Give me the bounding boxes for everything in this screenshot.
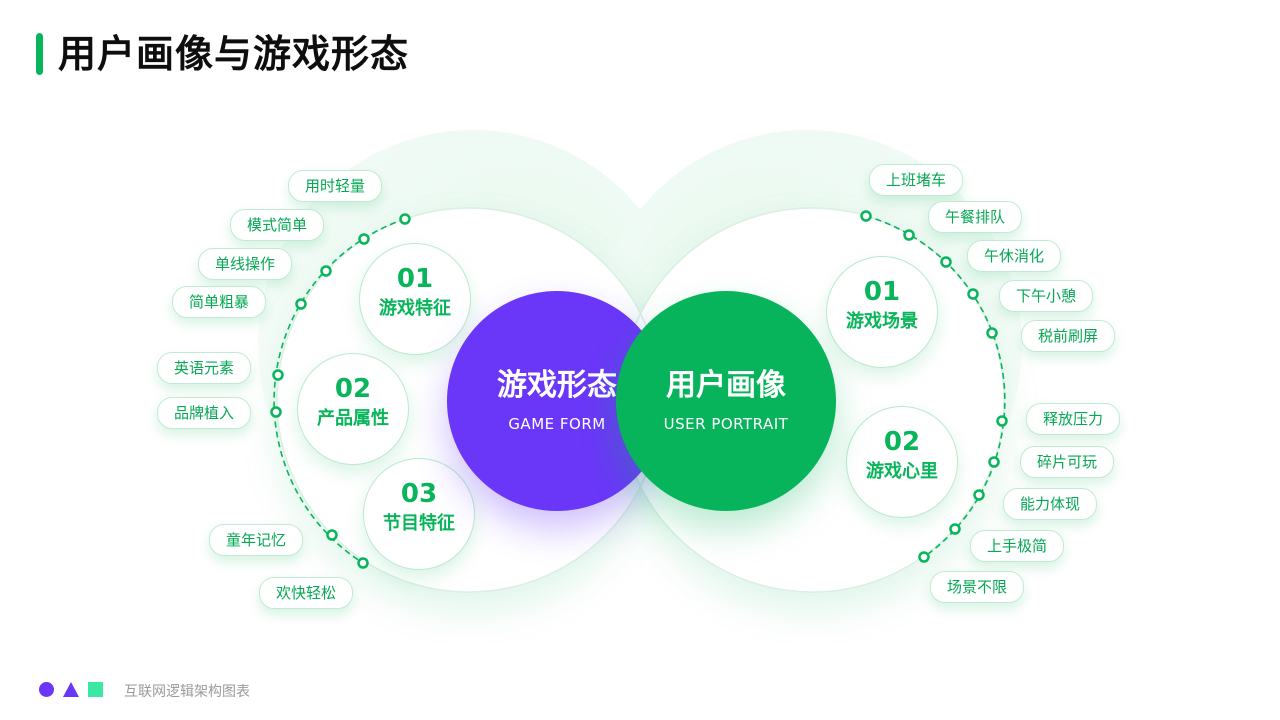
connector-dot <box>270 406 282 418</box>
group-label: 节目特征 <box>383 513 455 534</box>
tag-pill: 碎片可玩 <box>1020 446 1115 478</box>
connector-dot <box>973 489 985 501</box>
connector-dot <box>986 327 998 339</box>
tag-pill: 上班堵车 <box>869 164 964 196</box>
product-attribute-circle: 02 产品属性 <box>297 353 409 465</box>
connector-dot <box>272 369 284 381</box>
tag-pill: 午休消化 <box>967 240 1062 272</box>
group-label: 游戏特征 <box>379 298 451 319</box>
tag-pill: 模式简单 <box>230 209 325 241</box>
tag-pill: 欢快轻松 <box>259 577 354 609</box>
game-psychology-circle: 02 游戏心里 <box>846 406 958 518</box>
show-feature-circle: 03 节目特征 <box>363 458 475 570</box>
game-form-center: 游戏形态 GAME FORM <box>447 291 667 511</box>
tag-pill: 上手极简 <box>970 530 1065 562</box>
center-title: 游戏形态 <box>497 368 617 403</box>
connector-dot <box>949 523 961 535</box>
center-subtitle: USER PORTRAIT <box>663 415 789 433</box>
mint-square-icon <box>88 682 103 697</box>
group-label: 游戏场景 <box>846 311 918 332</box>
game-scene-circle: 01 游戏场景 <box>826 256 938 368</box>
group-number: 01 <box>396 264 434 294</box>
tag-pill: 场景不限 <box>930 571 1025 603</box>
group-number: 02 <box>334 374 372 404</box>
connector-dot <box>967 288 979 300</box>
title-accent-bar <box>36 33 43 75</box>
tag-pill: 童年记忆 <box>209 524 304 556</box>
center-title: 用户画像 <box>666 368 786 403</box>
connector-dot <box>940 256 952 268</box>
game-feature-circle: 01 游戏特征 <box>359 243 471 355</box>
connector-dot <box>988 456 1000 468</box>
tag-pill: 税前刷屏 <box>1021 320 1116 352</box>
footer-caption: 互联网逻辑架构图表 <box>124 684 250 700</box>
connector-dot <box>358 233 370 245</box>
tag-pill: 单线操作 <box>198 248 293 280</box>
connector-dot <box>903 229 915 241</box>
center-subtitle: GAME FORM <box>508 415 606 433</box>
tag-pill: 简单粗暴 <box>172 286 267 318</box>
connector-dot <box>996 415 1008 427</box>
page-title: 用户画像与游戏形态 <box>58 32 410 76</box>
user-portrait-center: 用户画像 USER PORTRAIT <box>616 291 836 511</box>
group-label: 游戏心里 <box>866 461 938 482</box>
purple-circle-icon <box>39 682 54 697</box>
connector-dot <box>295 298 307 310</box>
tag-pill: 释放压力 <box>1026 403 1121 435</box>
connector-dot <box>399 213 411 225</box>
connector-dot <box>326 529 338 541</box>
group-number: 01 <box>863 277 901 307</box>
connector-dot <box>320 265 332 277</box>
right-ring-arc <box>865 215 1006 558</box>
tag-pill: 能力体现 <box>1003 488 1098 520</box>
group-number: 03 <box>400 479 438 509</box>
tag-pill: 下午小憩 <box>999 280 1094 312</box>
tag-pill: 品牌植入 <box>157 397 252 429</box>
connector-dot <box>918 551 930 563</box>
tag-pill: 英语元素 <box>157 352 252 384</box>
group-number: 02 <box>883 427 921 457</box>
tag-pill: 用时轻量 <box>288 170 383 202</box>
purple-triangle-icon <box>63 682 79 697</box>
tag-pill: 午餐排队 <box>928 201 1023 233</box>
group-label: 产品属性 <box>317 408 389 429</box>
connector-dot <box>860 210 872 222</box>
connector-dot <box>357 557 369 569</box>
